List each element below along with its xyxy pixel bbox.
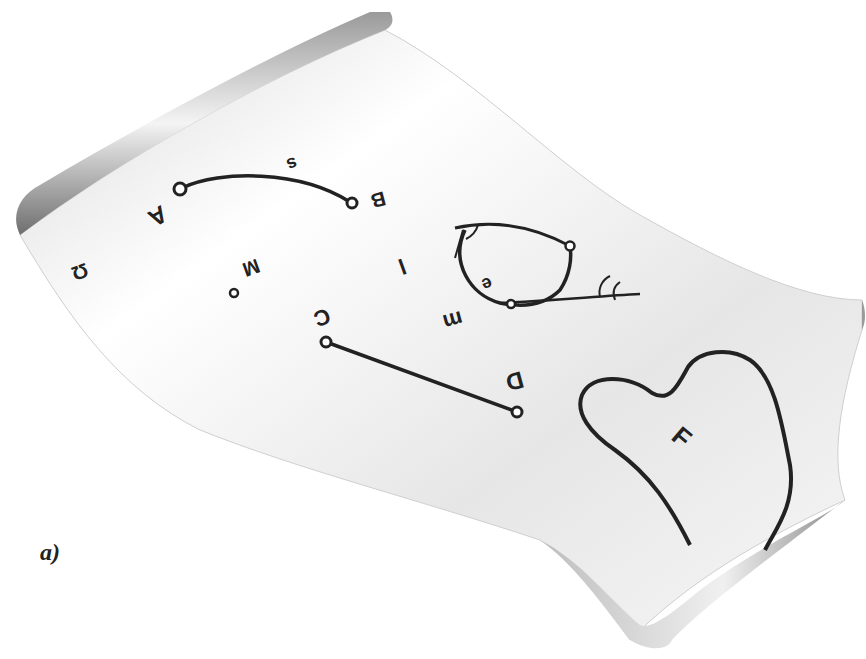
paper-curl xyxy=(16,12,392,235)
point-a xyxy=(174,183,186,195)
paper-curl-edge xyxy=(862,300,865,330)
region-outline: F xyxy=(570,345,800,559)
region-border xyxy=(580,352,791,550)
region-shape xyxy=(570,345,800,559)
point-d xyxy=(512,407,522,417)
point-m xyxy=(230,289,238,297)
paper-curl xyxy=(540,500,845,648)
figure-vertex xyxy=(507,300,515,308)
region-label: F xyxy=(668,422,697,452)
figure-vertex xyxy=(566,242,575,251)
paper-sheet xyxy=(20,30,862,640)
segment-cd xyxy=(326,342,517,412)
figure-caption-letter: a) xyxy=(40,540,60,564)
arc-ab xyxy=(182,176,350,202)
point-b xyxy=(347,198,357,208)
point-c xyxy=(321,337,331,347)
curved-figure xyxy=(455,224,640,305)
